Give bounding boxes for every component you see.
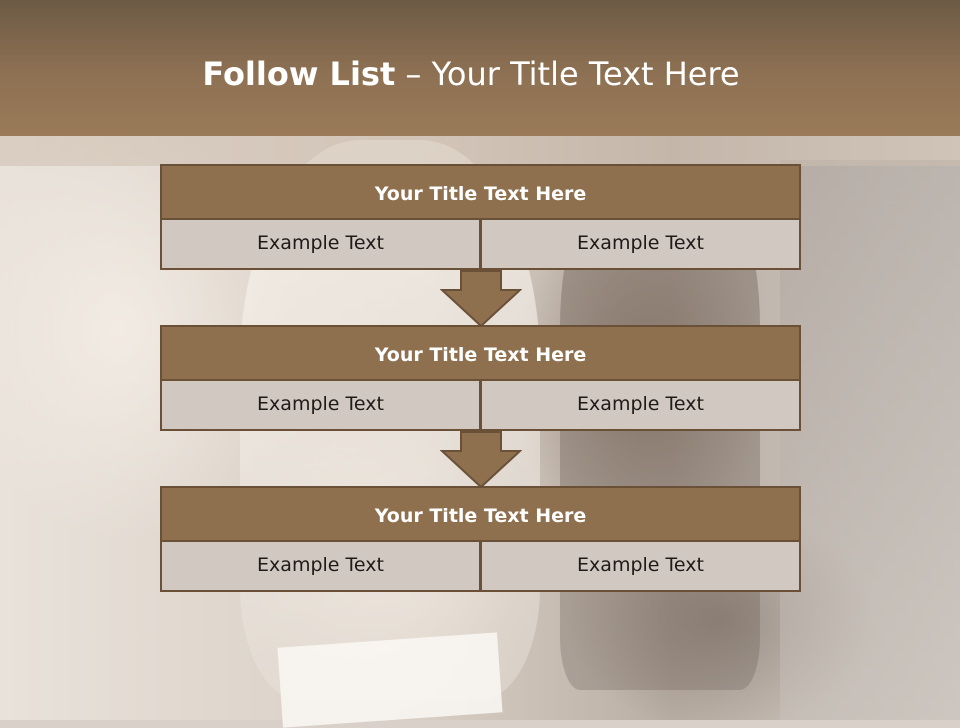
step-block-2: Your Title Text Here Example Text Exampl… <box>160 325 801 431</box>
background-wall <box>780 160 960 720</box>
slide-title-bold: Follow List <box>202 55 396 93</box>
step-title: Your Title Text Here <box>160 164 801 220</box>
step-row: Example Text Example Text <box>160 220 801 270</box>
title-banner-strip <box>0 136 960 166</box>
step-title: Your Title Text Here <box>160 486 801 542</box>
title-banner <box>0 0 960 136</box>
step-row: Example Text Example Text <box>160 542 801 592</box>
background-paper <box>277 632 503 728</box>
step-title: Your Title Text Here <box>160 325 801 381</box>
step-block-1: Your Title Text Here Example Text Exampl… <box>160 164 801 270</box>
step-cell-left: Example Text <box>160 381 481 431</box>
step-block-3: Your Title Text Here Example Text Exampl… <box>160 486 801 592</box>
step-cell-left: Example Text <box>160 542 481 592</box>
step-cell-left: Example Text <box>160 220 481 270</box>
down-arrow-icon <box>440 270 522 328</box>
step-row: Example Text Example Text <box>160 381 801 431</box>
step-cell-right: Example Text <box>481 220 801 270</box>
step-cell-right: Example Text <box>481 381 801 431</box>
down-arrow-icon <box>440 431 522 489</box>
step-cell-right: Example Text <box>481 542 801 592</box>
slide-title-rest: – Your Title Text Here <box>405 55 740 93</box>
slide-title: Follow List – Your Title Text Here <box>0 55 942 93</box>
